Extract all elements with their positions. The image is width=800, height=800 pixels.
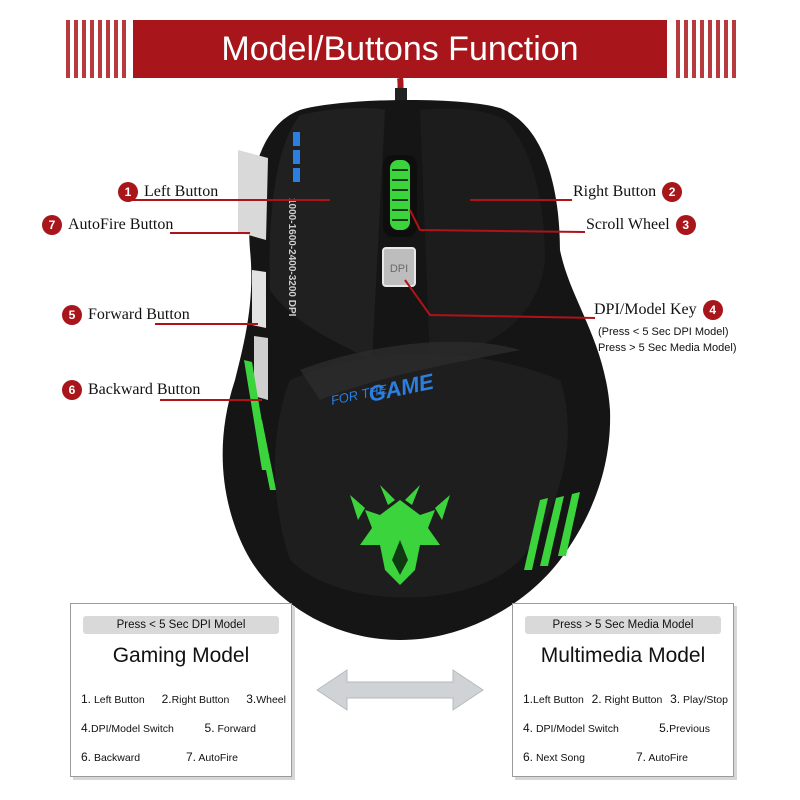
callout-label: Right Button (573, 183, 657, 200)
palm-rest (275, 353, 568, 598)
item-text: Right Button (604, 693, 663, 706)
callout-dpi-model-key: DPI/Model Key 4 (594, 300, 723, 320)
double-arrow-icon (316, 669, 484, 711)
dpi-key-note-short: (Press < 5 Sec DPI Model) (598, 326, 729, 338)
mode-title: Multimedia Model (540, 644, 706, 667)
item-text: Play/Stop (683, 693, 728, 706)
multimedia-model-card: Press > 5 Sec Media Model Multimedia Mod… (512, 603, 734, 777)
item-text: Right Button (171, 693, 230, 706)
item-number: 5. (204, 720, 215, 735)
gaming-model-card: Press < 5 Sec DPI Model Gaming Model 1. … (70, 603, 292, 777)
callout-number: 5 (62, 305, 82, 325)
item-number: 7. (185, 749, 196, 764)
dpi-button (382, 247, 416, 287)
forward-side-button (252, 270, 266, 328)
right-button-shell (420, 108, 545, 360)
item-number: 2. (161, 691, 172, 706)
callout-label: DPI/Model Key (594, 301, 697, 318)
item-number: 3. (246, 691, 257, 706)
item-number: 3. (670, 691, 681, 706)
palm-rest-sheen (300, 341, 520, 400)
left-green-glow (244, 360, 276, 490)
callout-number: 2 (662, 182, 683, 202)
callout-autofire-button: 7 AutoFire Button (42, 215, 173, 235)
autofire-side-button (238, 150, 268, 240)
mode-press-hint: Press > 5 Sec Media Model (525, 616, 721, 634)
item-text: AutoFire (198, 751, 238, 764)
item-number: 1. (81, 691, 92, 706)
item-text: Backward (93, 751, 141, 764)
page-title: Model/Buttons Function (221, 30, 579, 68)
item-number: 7. (635, 749, 646, 764)
list-item: 4. DPI/Model Switch 5.Previous (523, 713, 728, 742)
callout-label: Backward Button (88, 381, 201, 398)
dpi-button-label: DPI (390, 263, 408, 275)
item-text: Next Song (535, 751, 585, 764)
callout-number: 1 (118, 182, 138, 202)
title-banner: Model/Buttons Function (133, 20, 667, 78)
item-number: 4. (523, 720, 534, 735)
list-item: 1. Left Button 2.Right Button 3.Wheel (81, 684, 286, 713)
blue-led-strip (293, 132, 300, 146)
item-text: Left Button (533, 693, 584, 706)
callout-right-button: Right Button 2 (573, 182, 683, 202)
dpi-key-note-long: Press > 5 Sec Media Model) (598, 342, 737, 354)
callout-backward-button: 6 Backward Button (62, 380, 200, 400)
scroll-wheel (390, 160, 410, 230)
item-text: AutoFire (648, 751, 688, 764)
mode-button-list: 1.Left Button 2. Right Button 3. Play/St… (523, 684, 728, 771)
callout-lines (130, 199, 596, 401)
mode-title: Gaming Model (112, 644, 250, 667)
callout-number: 4 (702, 300, 723, 320)
item-text: Forward (217, 722, 256, 735)
item-text: Wheel (256, 693, 286, 706)
item-text: Previous (669, 722, 710, 735)
list-item: 6. Backward 7. AutoFire (81, 742, 286, 771)
list-item: 1.Left Button 2. Right Button 3. Play/St… (523, 684, 728, 713)
list-item: 4.DPI/Model Switch 5. Forward (81, 713, 286, 742)
mode-button-list: 1. Left Button 2.Right Button 3.Wheel 4.… (81, 684, 286, 771)
item-text: DPI/Model Switch (535, 722, 619, 735)
mode-press-hint: Press < 5 Sec DPI Model (83, 616, 279, 634)
item-number: 2. (591, 691, 602, 706)
item-number: 6. (81, 749, 92, 764)
banner-stripes-right (676, 20, 736, 78)
callout-left-button: 1 Left Button (118, 182, 218, 202)
callout-number: 6 (62, 380, 82, 400)
item-text: DPI/Model Switch (91, 722, 174, 735)
right-green-glow (524, 492, 580, 570)
dpi-range-text: 1000-1600-2400-3200 DPI (286, 198, 297, 317)
callout-label: Scroll Wheel (586, 216, 670, 233)
blue-led-strip (293, 168, 300, 182)
blue-led-strip (293, 150, 300, 164)
item-number: 4. (81, 720, 92, 735)
callout-number: 7 (42, 215, 62, 235)
callout-number: 3 (675, 215, 696, 235)
backward-side-button (254, 336, 268, 400)
lion-emblem-icon (350, 485, 450, 585)
callout-label: Left Button (144, 183, 219, 200)
item-number: 6. (523, 749, 534, 764)
callout-label: AutoFire Button (68, 216, 174, 233)
item-text: Left Button (93, 693, 145, 706)
callout-scroll-wheel: Scroll Wheel 3 (586, 215, 696, 235)
item-number: 1. (523, 691, 534, 706)
list-item: 6. Next Song 7. AutoFire (523, 742, 728, 771)
item-number: 5. (659, 720, 670, 735)
callout-label: Forward Button (88, 306, 190, 323)
callout-forward-button: 5 Forward Button (62, 305, 190, 325)
scroll-wheel-grip (392, 169, 408, 221)
banner-stripes-left (66, 20, 126, 78)
